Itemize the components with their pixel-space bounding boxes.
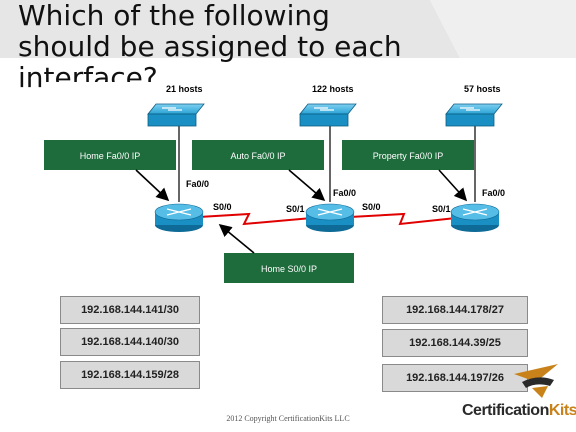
router-icon xyxy=(305,203,355,232)
copyright-footer: 2012 Copyright CertificationKits LLC xyxy=(226,414,350,423)
answer-option[interactable]: 192.168.144.178/27 xyxy=(382,296,528,324)
switch-icon xyxy=(299,103,357,127)
slide-title: Which of the following should be assigne… xyxy=(18,0,438,93)
home-fa-ip-label: Home Fa0/0 IP xyxy=(80,151,141,161)
host-count-label: 21 hosts xyxy=(166,84,203,94)
home-s00-ip-box xyxy=(224,253,354,283)
interface-label: S0/1 xyxy=(432,204,451,214)
host-count-label: 57 hosts xyxy=(464,84,501,94)
switch-icon xyxy=(445,103,503,127)
answer-option[interactable]: 192.168.144.159/28 xyxy=(60,361,200,389)
interface-label: Fa0/0 xyxy=(482,188,505,198)
answer-option[interactable]: 192.168.144.197/26 xyxy=(382,364,528,392)
title-line-1: Which of the following xyxy=(18,0,330,32)
serial-link xyxy=(198,212,313,226)
home-fa-ip-box xyxy=(44,140,176,170)
interface-label: S0/0 xyxy=(213,202,232,212)
interface-label: Fa0/0 xyxy=(186,179,209,189)
property-fa-ip-label: Property Fa0/0 IP xyxy=(373,151,444,161)
auto-fa-ip-box xyxy=(192,140,324,170)
title-line-2: should be assigned to each xyxy=(18,30,402,63)
title-bar-background xyxy=(0,0,576,58)
answer-option[interactable]: 192.168.144.39/25 xyxy=(382,329,528,357)
interface-label: S0/1 xyxy=(286,204,305,214)
interface-label: Fa0/0 xyxy=(333,188,356,198)
logo-text-part2: Kits xyxy=(548,402,576,419)
interface-label: S0/0 xyxy=(362,202,381,212)
answer-option[interactable]: 192.168.144.141/30 xyxy=(60,296,200,324)
answer-option[interactable]: 192.168.144.140/30 xyxy=(60,328,200,356)
serial-link xyxy=(349,212,457,226)
router-icon xyxy=(450,203,500,232)
network-diagram: 21 hosts 122 hosts 57 hosts Home Fa0/0 I… xyxy=(44,82,512,287)
router-icon xyxy=(154,203,204,232)
home-s00-ip-label: Home S0/0 IP xyxy=(261,264,317,274)
certificationkits-logo xyxy=(514,364,558,398)
logo-text-part1: Certification xyxy=(462,402,549,419)
property-fa-ip-box xyxy=(342,140,474,170)
logo-wordmark: CertificationKits xyxy=(462,402,576,420)
auto-fa-ip-label: Auto Fa0/0 IP xyxy=(230,151,285,161)
switch-icon xyxy=(147,103,205,127)
host-count-label: 122 hosts xyxy=(312,84,354,94)
